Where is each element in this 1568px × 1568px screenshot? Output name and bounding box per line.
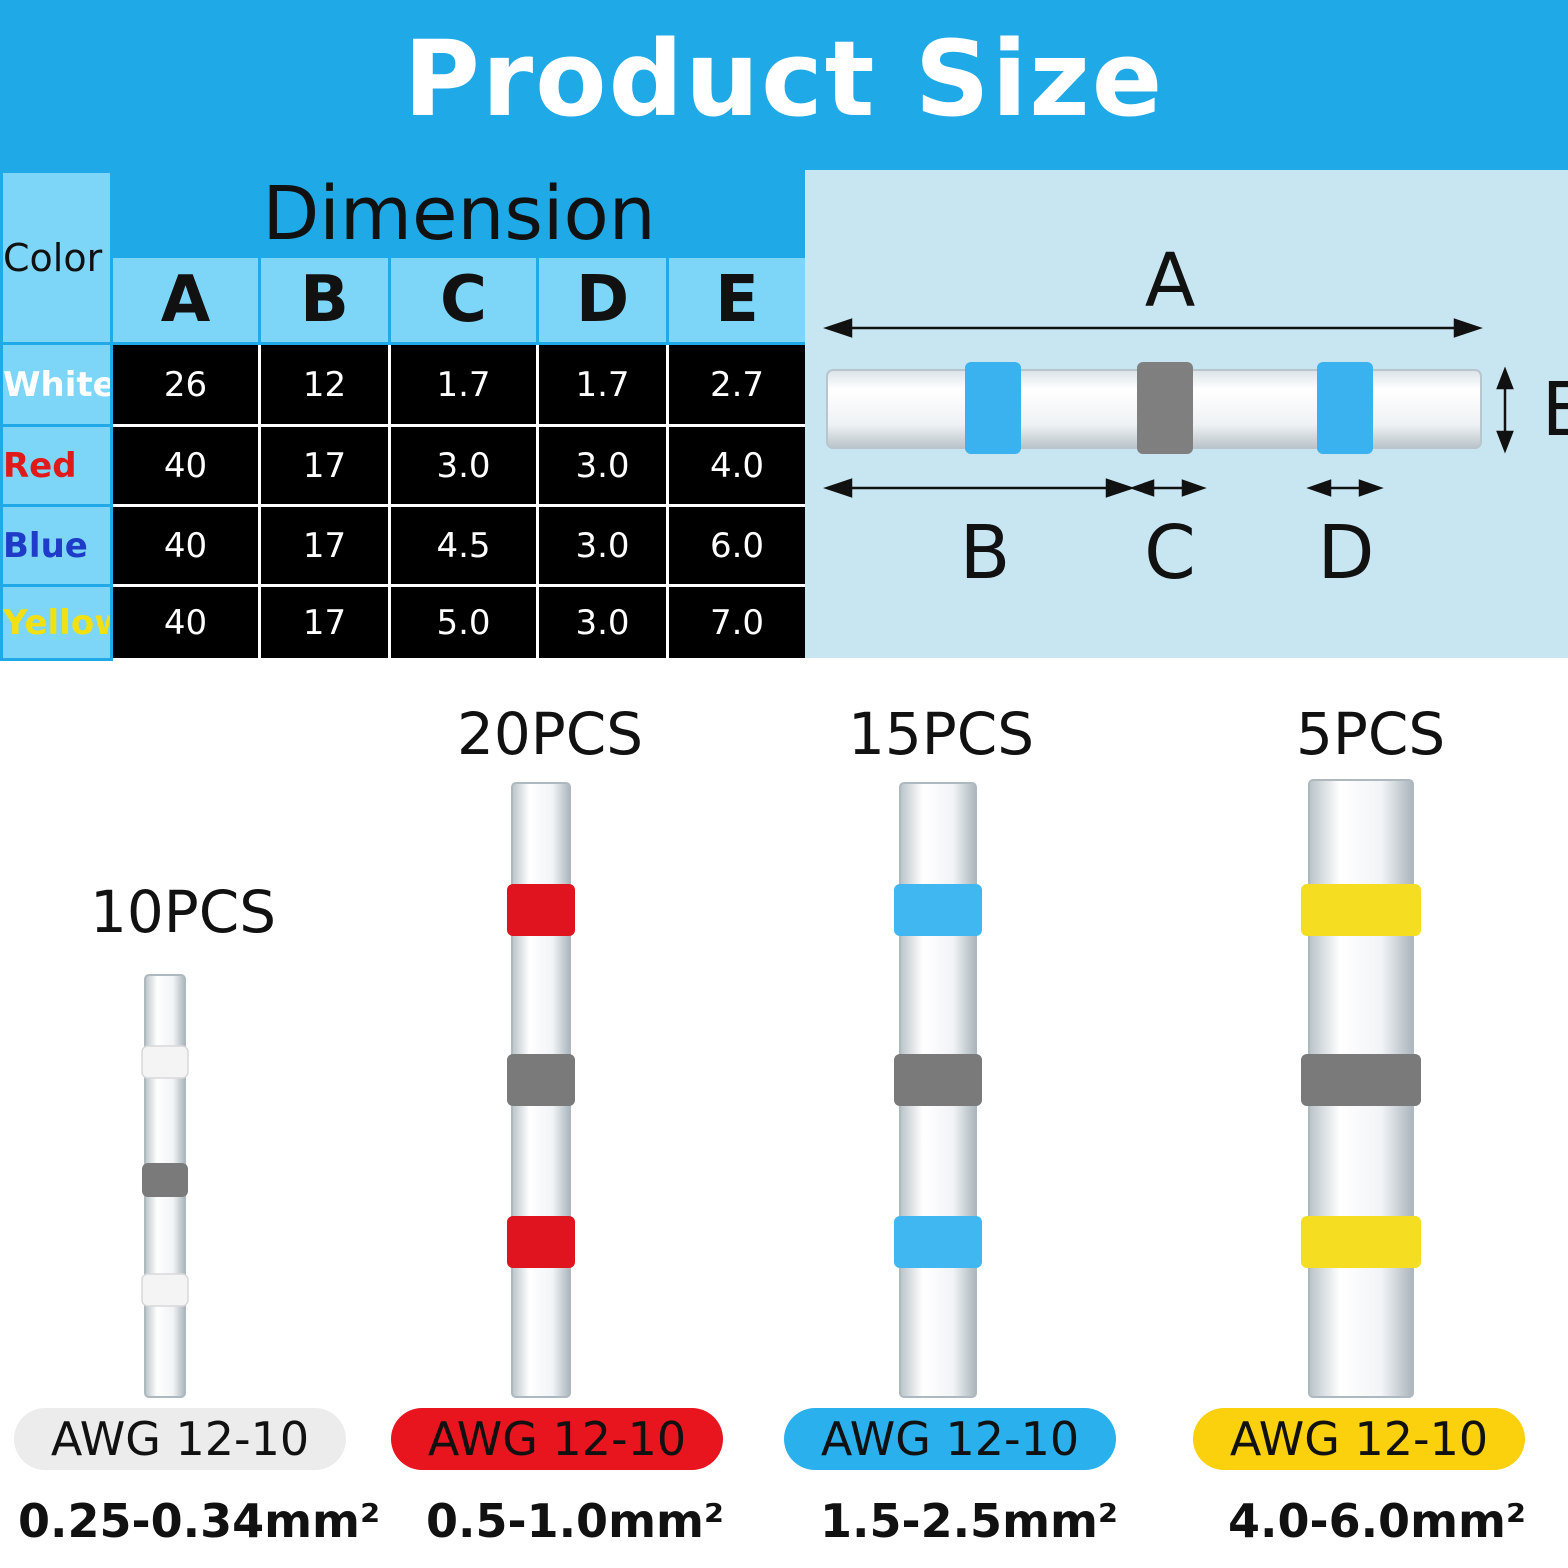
table-cell: 4.5 [388,504,539,587]
awg-badge: AWG 12-10 [391,1408,723,1470]
label-e: E [1542,367,1568,453]
table-cell: 1.7 [536,342,669,427]
arrow-c-left-head [1129,479,1155,497]
arrow-d-right-head [1358,479,1384,497]
arrow-c-right-head [1181,479,1207,497]
wire-size-label: 1.5-2.5mm² [820,1494,1119,1548]
diagram-svg: A B C D E [823,238,1568,596]
connector-center-band [1301,1054,1421,1106]
arrow-d-left-head [1306,479,1332,497]
dimension-diagram: A B C D E [805,170,1568,658]
arrow-b-right-head [1105,478,1135,498]
table-cell: 17 [258,584,391,661]
table-cell: 3.0 [536,584,669,661]
column-header-a: A [110,255,261,345]
table-cell: 3.0 [388,424,539,507]
connector-seal-band [1301,884,1421,936]
arrow-a-right-head [1453,318,1483,338]
table-cell: 5.0 [388,584,539,661]
arrow-e-top-head [1496,366,1514,390]
table-cell: 26 [110,342,261,427]
arrow-e-bottom-head [1496,430,1514,454]
connector-seal-band [507,884,575,936]
connector-illustration [141,974,189,1398]
connector-center-band [142,1163,188,1197]
table-row: White 26 12 1.7 1.7 2.7 [0,342,809,427]
connector-seal-band [1301,1216,1421,1268]
table-cell: 40 [110,504,261,587]
quantity-label: 10PCS [90,878,277,946]
row-label-blue: Blue [0,504,113,587]
table-cell: 2.7 [665,342,809,427]
row-label-white: White [0,342,113,427]
table-row: Blue 40 17 4.5 3.0 6.0 [0,504,809,587]
connector-illustration [1301,779,1421,1398]
table-cell: 17 [258,504,391,587]
wire-size-label: 0.25-0.34mm² [18,1494,381,1548]
label-d: D [1318,510,1375,596]
color-column-header: Color [0,170,113,345]
table-cell: 3.0 [536,424,669,507]
diagram-band-left [965,362,1021,454]
page-title: Product Size [403,18,1165,140]
arrow-a-left-head [823,318,853,338]
quantity-label: 20PCS [457,700,644,768]
connector-seal-band [141,1045,189,1079]
table-cell: 4.0 [665,424,809,507]
connector-illustration [507,782,575,1398]
table-cell: 40 [110,424,261,507]
quantity-label: 5PCS [1296,700,1446,768]
wire-size-label: 0.5-1.0mm² [426,1494,725,1548]
connector-seal-band [141,1273,189,1307]
column-header-e: E [665,255,809,345]
connector-center-band [507,1054,575,1106]
diagram-band-center [1137,362,1193,454]
connector-seal-band [894,884,982,936]
column-header-d: D [536,255,669,345]
table-cell: 17 [258,424,391,507]
row-label-red: Red [0,424,113,507]
connector-seal-band [894,1216,982,1268]
table-cell: 12 [258,342,391,427]
color-header-label: Color [3,235,103,280]
label-a: A [1145,238,1196,324]
connector-illustration [894,782,982,1398]
table-cell: 7.0 [665,584,809,661]
awg-badge: AWG 12-10 [784,1408,1116,1470]
awg-badge: AWG 12-10 [14,1408,346,1470]
column-header-b: B [258,255,391,345]
table-row: Yellow 40 17 5.0 3.0 7.0 [0,584,809,661]
table-cell: 40 [110,584,261,661]
connector-seal-band [507,1216,575,1268]
header-banner: Product Size [0,0,1568,170]
row-label-yellow: Yellow [0,584,113,661]
arrow-b-left-head [823,478,853,498]
dimension-title: Dimension [109,170,809,258]
connector-center-band [894,1054,982,1106]
awg-badge: AWG 12-10 [1193,1408,1525,1470]
column-header-c: C [388,255,539,345]
table-cell: 6.0 [665,504,809,587]
diagram-band-right [1317,362,1373,454]
label-b: B [960,510,1011,596]
dimension-table: Color Dimension A B C D E White 26 12 1.… [0,170,809,661]
wire-size-label: 4.0-6.0mm² [1228,1494,1527,1548]
label-c: C [1144,510,1196,596]
quantity-label: 15PCS [848,700,1035,768]
table-cell: 3.0 [536,504,669,587]
table-cell: 1.7 [388,342,539,427]
table-row: Red 40 17 3.0 3.0 4.0 [0,424,809,507]
